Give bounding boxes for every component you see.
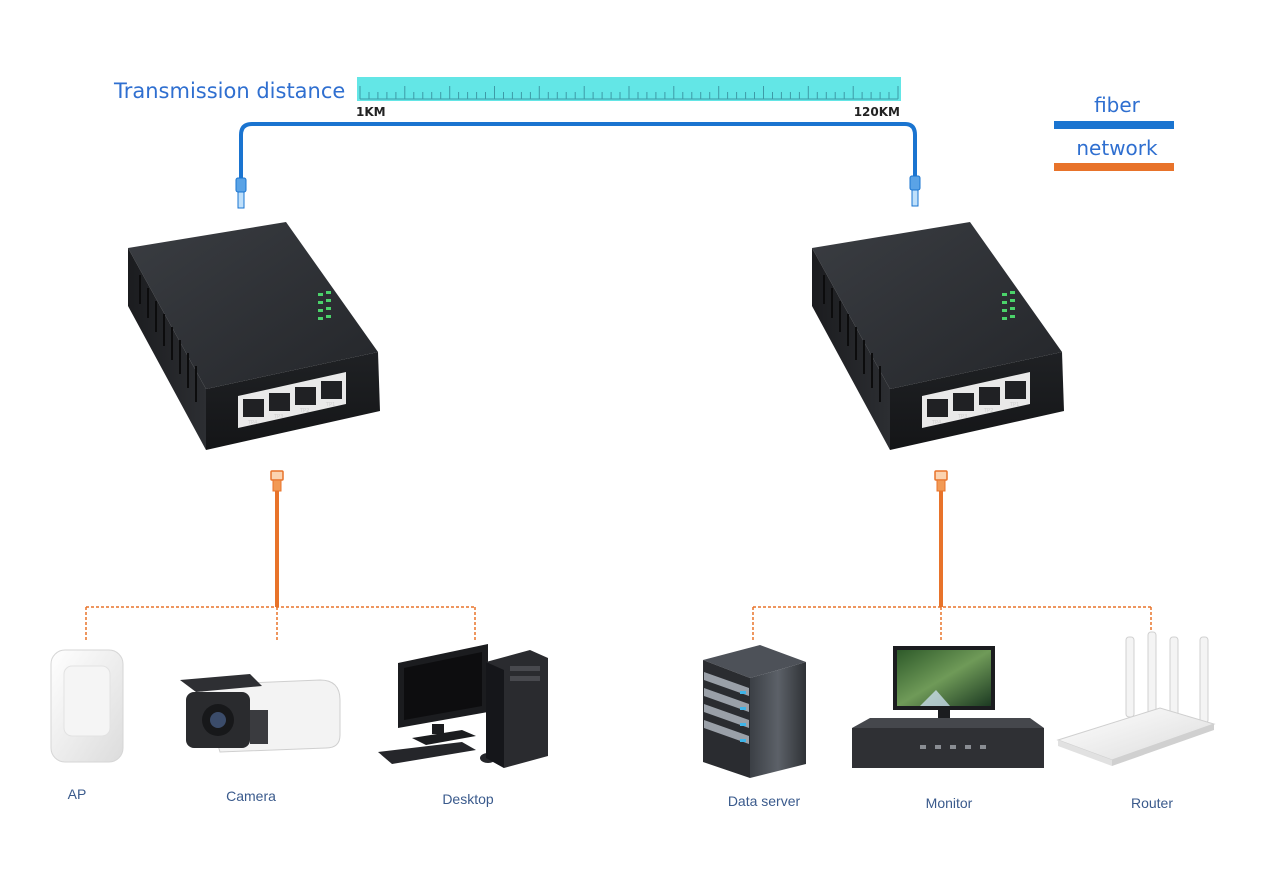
fiber-connector-left-icon [235, 177, 247, 209]
legend-network-label: network [1076, 136, 1158, 160]
rj45-plug-left-icon [270, 470, 284, 492]
media-converter-right: TP4 TP3 TP2 TP1 [812, 222, 1064, 450]
scale-start-label: 1KM [356, 105, 386, 119]
device-label-monitor: Monitor [926, 795, 973, 811]
network-cable-left [85, 470, 476, 641]
transmission-distance-title: Transmission distance [113, 79, 345, 103]
legend-network-swatch [1054, 163, 1174, 171]
port-label: TP1 [1009, 402, 1019, 408]
network-cable-right [752, 470, 1152, 641]
desktop-icon [378, 644, 548, 768]
device-label-data-server: Data server [728, 793, 801, 809]
legend-fiber-swatch [1054, 121, 1174, 129]
port-label: TP1 [325, 402, 335, 408]
port-label: TP2 [983, 408, 993, 414]
fiber-cable [235, 122, 921, 209]
scale-end-label: 120KM [854, 105, 900, 119]
monitor-icon [852, 646, 1044, 768]
device-label-ap: AP [68, 786, 87, 802]
port-label: TP3 [957, 414, 967, 420]
device-label-desktop: Desktop [442, 791, 494, 807]
media-converter-left: TP4 TP3 TP2 TP1 [128, 222, 380, 450]
router-icon [1056, 631, 1216, 766]
port-label: TP4 [247, 420, 257, 426]
rj45-plug-right-icon [934, 470, 948, 492]
data-server-icon [703, 645, 806, 778]
fiber-connector-right-icon [909, 175, 921, 207]
device-label-router: Router [1131, 795, 1173, 811]
port-label: TP4 [931, 420, 941, 426]
legend: fiber network [1054, 93, 1174, 171]
port-label: TP2 [299, 408, 309, 414]
distance-ruler [357, 77, 901, 101]
port-label: TP3 [273, 414, 283, 420]
legend-fiber-label: fiber [1094, 93, 1141, 117]
device-label-camera: Camera [226, 788, 276, 804]
camera-icon [180, 674, 341, 753]
access-point-icon [50, 649, 124, 763]
